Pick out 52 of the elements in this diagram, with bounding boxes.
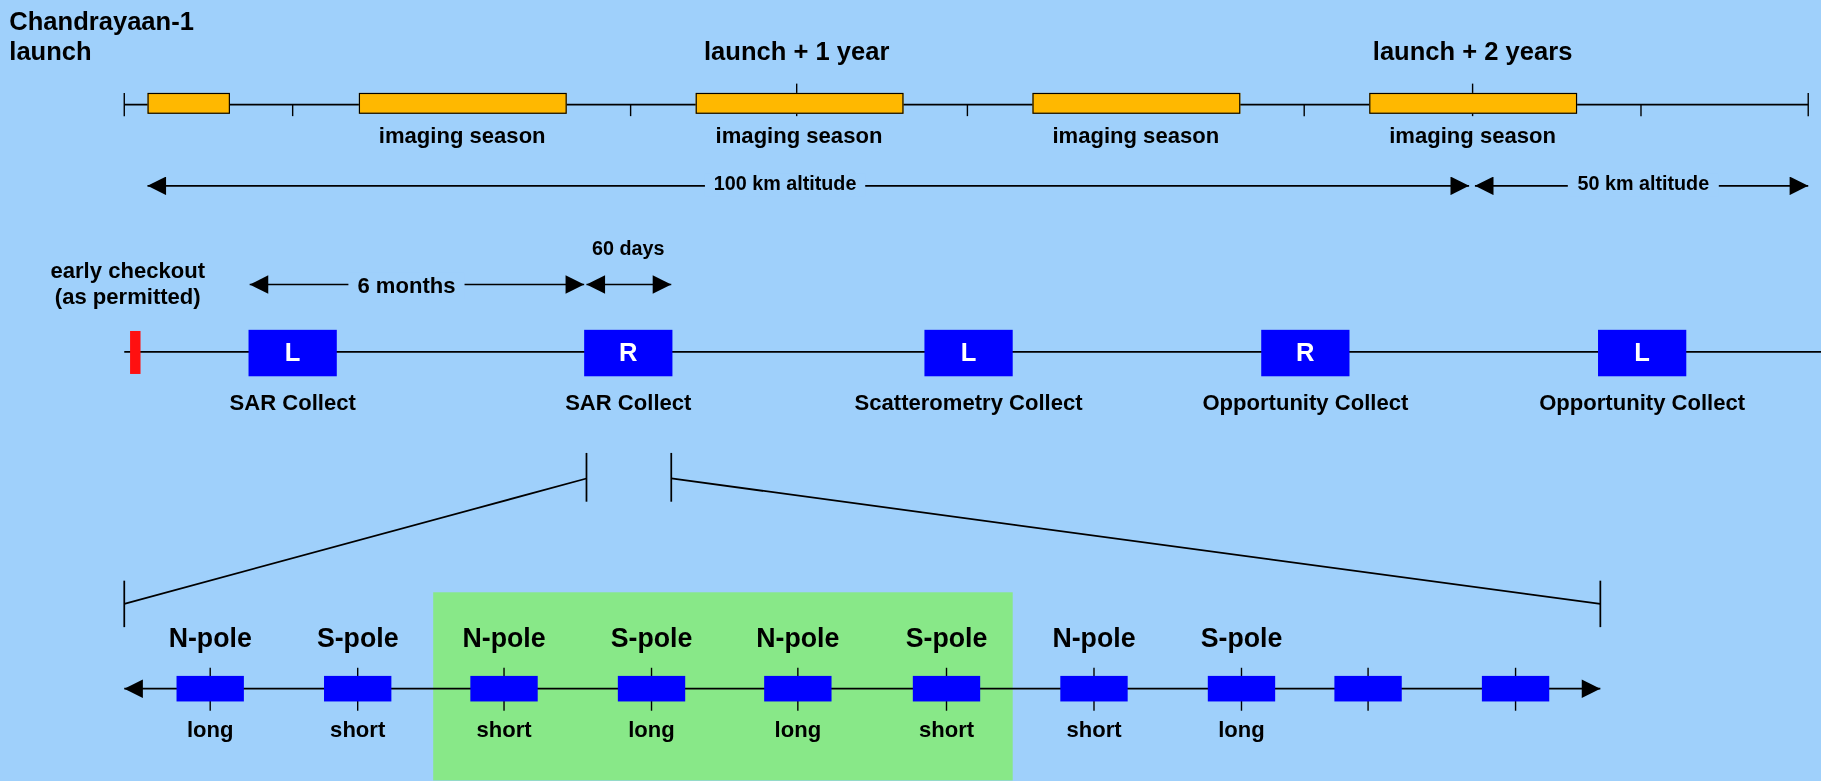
collect-box: L	[1598, 329, 1687, 377]
timeline-box	[470, 675, 538, 702]
node-label: S-pole	[904, 622, 989, 655]
timeline-bar	[1369, 92, 1578, 114]
node-label: N-pole	[167, 622, 253, 655]
timeline-bar	[358, 92, 567, 114]
checkout-marker	[130, 331, 141, 374]
node-label: Opportunity Collect	[1538, 390, 1747, 417]
timeline-box	[1060, 675, 1128, 702]
node-label: early checkout (as permitted)	[49, 257, 206, 311]
node-label: imaging season	[377, 123, 547, 150]
dimension-label: 60 days	[591, 238, 666, 262]
node-label: N-pole	[1051, 622, 1137, 655]
node-label: S-pole	[1199, 622, 1284, 655]
label: launch + 1 year	[703, 37, 891, 68]
node-label: Scatterometry Collect	[853, 390, 1084, 417]
node-label: long	[1217, 717, 1266, 745]
node-label: N-pole	[755, 622, 841, 655]
node-label: short	[917, 717, 976, 745]
node-label: long	[773, 717, 823, 745]
timeline-box	[617, 675, 686, 702]
node-label: SAR Collect	[228, 390, 357, 417]
node-label: SAR Collect	[564, 390, 693, 417]
node-label: S-pole	[315, 622, 400, 655]
timeline-box	[1334, 675, 1402, 702]
node-label: imaging season	[714, 123, 884, 150]
title: Chandrayaan-1 launch	[9, 6, 195, 69]
label: launch + 2 years	[1371, 37, 1574, 68]
node-label: Opportunity Collect	[1201, 390, 1410, 417]
highlight-panel	[433, 592, 1013, 781]
timeline-box	[912, 675, 981, 702]
node-label: short	[475, 717, 533, 745]
timeline-box	[1481, 675, 1550, 702]
timeline-bar	[147, 92, 230, 114]
node-label: long	[627, 717, 676, 745]
node-label: S-pole	[609, 622, 694, 655]
node-label: N-pole	[461, 622, 547, 655]
collect-box: R	[1261, 329, 1350, 377]
node-label: imaging season	[1388, 123, 1557, 150]
timeline-bar	[695, 92, 904, 114]
node-label: short	[329, 717, 387, 745]
timeline-box	[176, 675, 244, 702]
node-label: short	[1065, 717, 1123, 745]
collect-box: R	[584, 329, 673, 377]
timeline-bar	[1032, 92, 1241, 114]
node-label: long	[185, 717, 235, 745]
timeline-box	[764, 675, 832, 702]
collect-box: L	[924, 329, 1013, 377]
collect-box: L	[248, 329, 337, 377]
timeline-box	[324, 675, 392, 702]
node-label: imaging season	[1051, 123, 1221, 150]
timeline-box	[1207, 675, 1276, 702]
